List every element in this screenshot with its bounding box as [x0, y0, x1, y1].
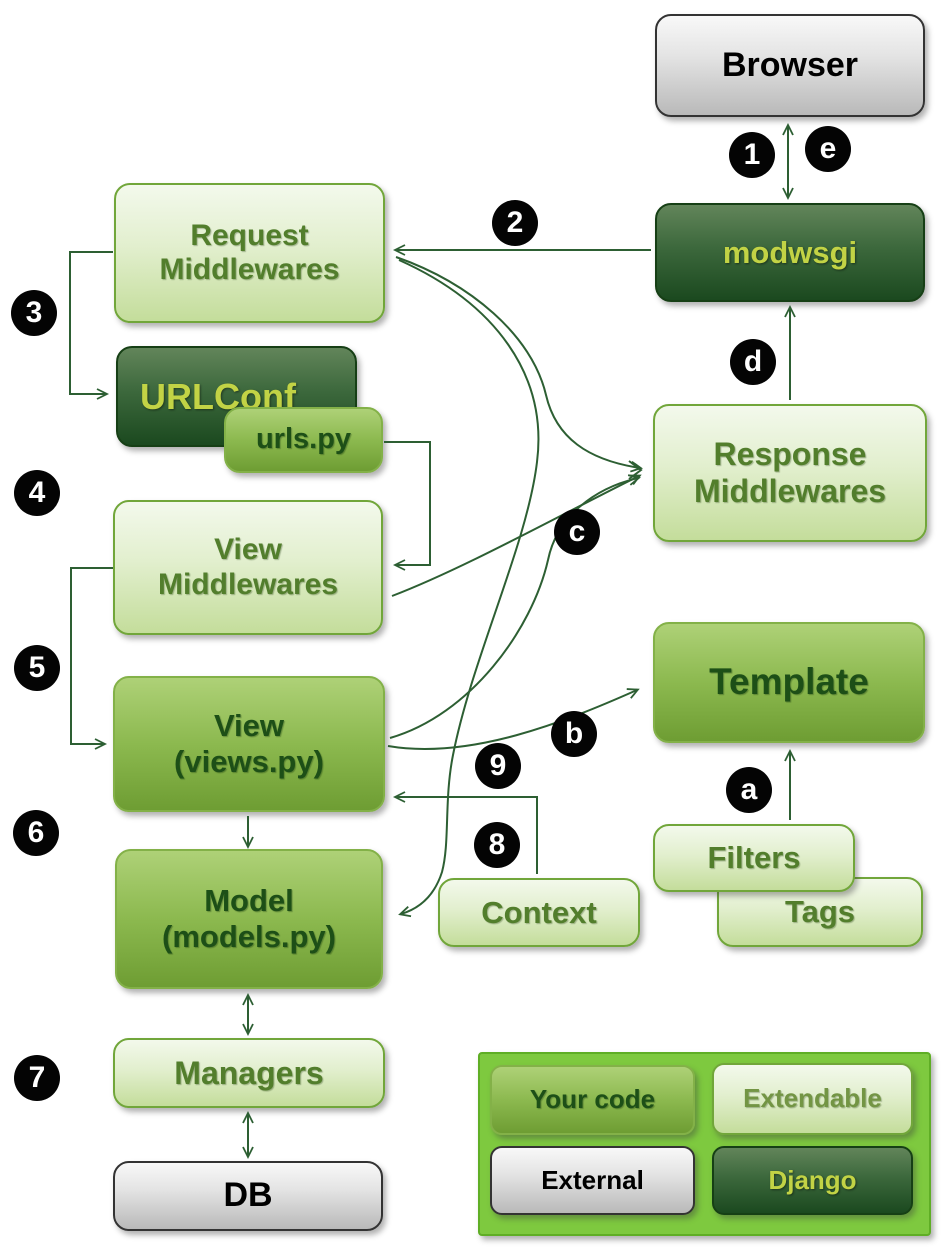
node-context: Context — [438, 878, 640, 947]
marker-7: 7 — [14, 1055, 60, 1101]
legend-external: External — [490, 1146, 695, 1215]
node-filters: Filters — [653, 824, 855, 892]
node-view-middlewares: View Middlewares — [113, 500, 383, 635]
marker-a: a — [726, 767, 772, 813]
curve-to-model — [398, 259, 540, 918]
marker-b: b — [551, 711, 597, 757]
arrow-urlspy-viewmw — [384, 441, 431, 571]
double-chevron-responsemw — [628, 460, 643, 480]
marker-9: 9 — [475, 743, 521, 789]
marker-d: d — [730, 339, 776, 385]
marker-3: 3 — [11, 290, 57, 336]
marker-8: 8 — [474, 822, 520, 868]
node-modwsgi: modwsgi — [655, 203, 925, 302]
marker-6: 6 — [13, 810, 59, 856]
node-template: Template — [653, 622, 925, 743]
arrow-requestmw-urlconf — [69, 251, 113, 400]
legend-extendable: Extendable — [712, 1063, 913, 1135]
curve-requestmw-responsemw — [395, 256, 643, 473]
marker-2: 2 — [492, 200, 538, 246]
node-urls-py: urls.py — [224, 407, 383, 473]
arrow-viewmw-view — [70, 567, 113, 750]
marker-4: 4 — [14, 470, 60, 516]
marker-c: c — [554, 509, 600, 555]
node-response-middlewares: Response Middlewares — [653, 404, 927, 542]
marker-5: 5 — [14, 645, 60, 691]
node-browser: Browser — [655, 14, 925, 117]
legend-django: Django — [712, 1146, 913, 1215]
curve-view-responsemw — [389, 474, 641, 739]
node-managers: Managers — [113, 1038, 385, 1108]
curve-viewmw-responsemw — [391, 474, 642, 597]
node-model: Model (models.py) — [115, 849, 383, 989]
node-request-middlewares: Request Middlewares — [114, 183, 385, 323]
node-view: View (views.py) — [113, 676, 385, 812]
legend-your-code: Your code — [490, 1065, 695, 1135]
marker-1: 1 — [729, 132, 775, 178]
curve-view-template — [387, 688, 640, 750]
node-db: DB — [113, 1161, 383, 1231]
marker-e: e — [805, 126, 851, 172]
